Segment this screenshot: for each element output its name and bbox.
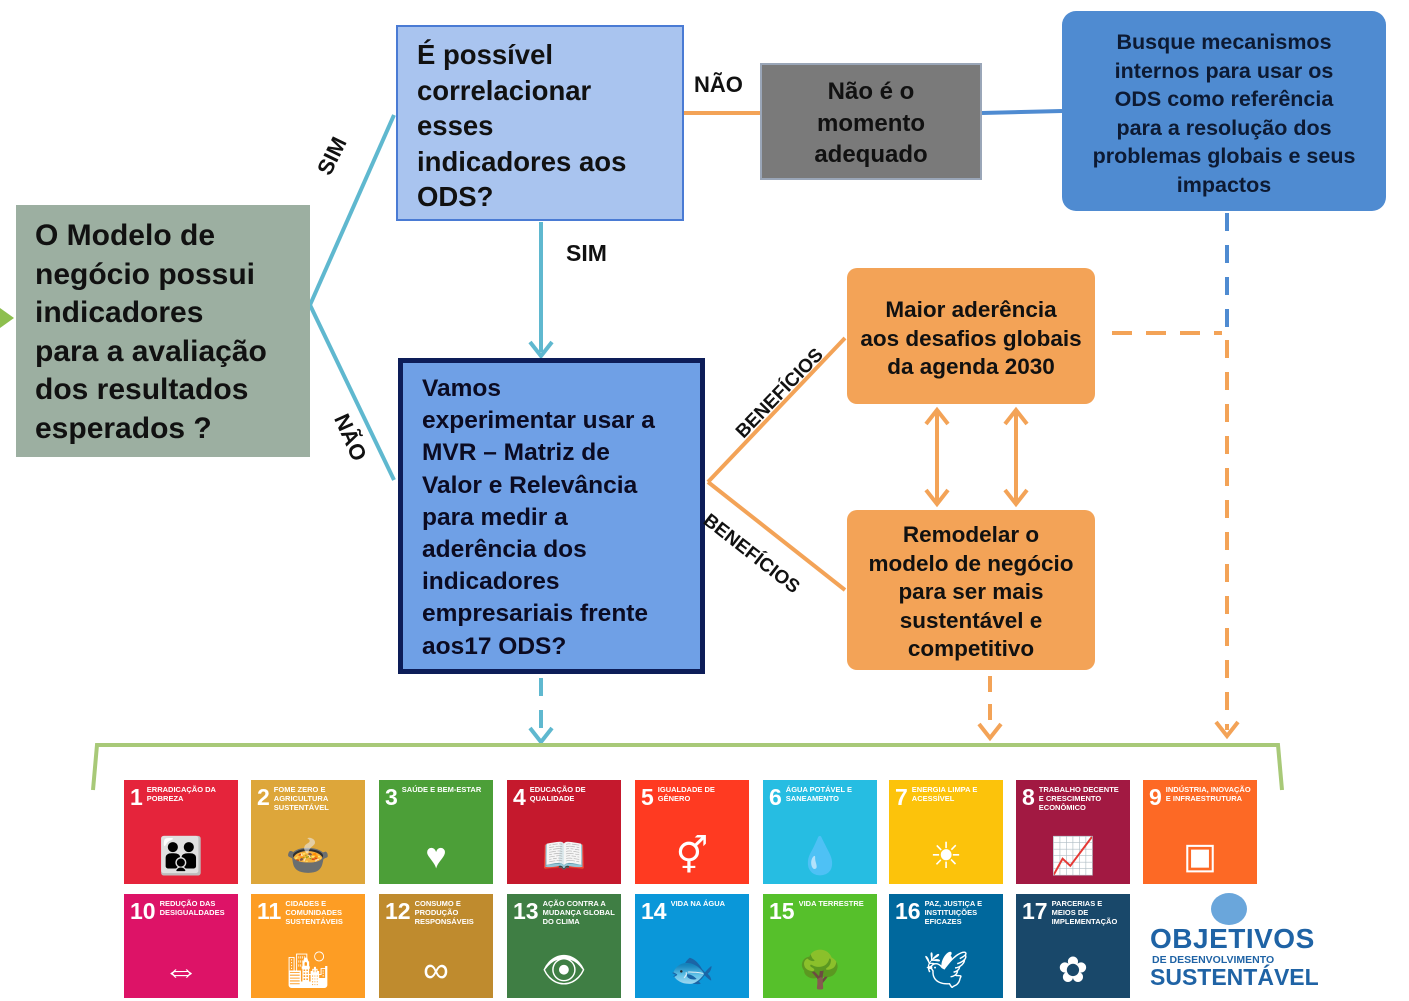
sdg-10-icon: ⇔ [163, 949, 199, 990]
sdg-logo-line3: SUSTENTÁVEL [1150, 964, 1319, 990]
sdg-number: 5 [641, 784, 654, 810]
sdg-tile-12: 12Consumo e produção responsáveis ∞ [379, 894, 493, 998]
internal-mechanisms-box: Busque mecanismos internos para usar os … [1062, 11, 1386, 211]
sdg-tile-7: 7Energia limpa e acessível ☀ [889, 780, 1003, 884]
sdg-number: 14 [641, 898, 667, 924]
sdg-tile-5: 5Igualdade de gênero ⚥ [635, 780, 749, 884]
sdg-number: 6 [769, 784, 782, 810]
sdg-number: 16 [895, 898, 921, 924]
sdg-6-icon: 💧 [797, 835, 843, 876]
sdg-logo-line2: DE DESENVOLVIMENTO [1152, 954, 1275, 966]
sdg-5-icon: ⚥ [675, 835, 709, 876]
sdg-tile-15: 15Vida terrestre 🌳 [763, 894, 877, 998]
sdg-tile-14: 14Vida na água 🐟 [635, 894, 749, 998]
sdg-tile-11: 11Cidades e comunidades sustentáveis 🏙 [251, 894, 365, 998]
sdg-number: 13 [513, 898, 539, 924]
sdg-17-icon: ✿ [1057, 949, 1089, 990]
sdg-number: 3 [385, 784, 398, 810]
sdg-title: Redução das desigualdades [159, 899, 225, 917]
connector-sim-upper [308, 114, 396, 306]
entry-arrow [0, 308, 14, 328]
sdg-number: 10 [130, 898, 156, 924]
sdg-title: Energia limpa e acessível [911, 785, 978, 803]
sdg-title: Trabalho decente e crescimento econômico [1038, 785, 1119, 812]
connector-nao-lower [308, 304, 396, 481]
sdg-16-icon: 🕊 [923, 949, 969, 990]
sdg-number: 9 [1149, 784, 1162, 810]
sdg-3-icon: ♥ [425, 835, 447, 876]
benefit-remodel-box: Remodelar o modelo de negócio para ser m… [847, 510, 1095, 670]
sdg-title: Parcerias e meios de implementação [1051, 899, 1118, 926]
label-nao-right: NÃO [694, 72, 743, 97]
sdg-title: Vida na água [670, 899, 726, 908]
sdg-tile-8: 8Trabalho decente e crescimento econômic… [1016, 780, 1130, 884]
sdg-title: Educação de qualidade [529, 785, 586, 803]
sdg-tile-3: 3Saúde e bem-estar ♥ [379, 780, 493, 884]
sdg-title: Indústria, inovação e infraestrutura [1165, 785, 1251, 803]
sdg-11-icon: 🏙 [285, 949, 331, 990]
un-emblem-icon [1211, 893, 1247, 925]
sdg-title: Cidades e comunidades sustentáveis [285, 899, 343, 926]
sdg-title: Saúde e bem-estar [401, 785, 482, 794]
sdg-title: Erradicação da pobreza [146, 785, 216, 803]
sdg-tile-17: 17Parcerias e meios de implementação ✿ [1016, 894, 1130, 998]
sdg-title: Igualdade de gênero [657, 785, 715, 803]
sdg-number: 12 [385, 898, 411, 924]
sdg-tile-9: 9Indústria, inovação e infraestrutura ▣ [1143, 780, 1257, 884]
sdg-title: Ação contra a mudança global do clima [542, 899, 615, 926]
sdg-13-icon: 👁 [541, 949, 587, 990]
sdg-2-icon: 🍲 [285, 835, 331, 876]
not-the-moment-box: Não é o momento adequado [760, 63, 982, 180]
sdg-7-icon: ☀ [929, 835, 963, 876]
sdg-tile-1: 1Erradicação da pobreza 👪 [124, 780, 238, 884]
sdg-1-icon: 👪 [158, 835, 204, 876]
sdg-logo-line1: OBJETIVOS [1150, 923, 1315, 954]
sdg-tile-6: 6Água potável e saneamento 💧 [763, 780, 877, 884]
sdg-14-icon: 🐟 [669, 949, 715, 990]
sdg-title: Fome zero e agricultura sustentável [273, 785, 329, 812]
connector-beneficios-lower [706, 480, 847, 592]
sdg-number: 1 [130, 784, 143, 810]
sdg-number: 11 [257, 898, 282, 924]
sdg-number: 15 [769, 898, 795, 924]
label-sim-down: SIM [566, 240, 607, 266]
sdg-title: Consumo e produção responsáveis [414, 899, 474, 926]
mvr-proposal-box: Vamos experimentar usar a MVR – Matriz d… [398, 358, 705, 674]
arrowhead-sim-down [528, 340, 554, 360]
sdg-tile-4: 4Educação de qualidade 📖 [507, 780, 621, 884]
sdg-15-icon: 🌳 [797, 949, 843, 990]
connector-beneficios-upper [706, 336, 847, 484]
sdg-tile-16: 16Paz, justiça e instituições eficazes 🕊 [889, 894, 1003, 998]
connector-dark-to-blue [981, 109, 1063, 115]
sdg-4-icon: 📖 [541, 835, 587, 876]
sdg-number: 7 [895, 784, 908, 810]
sdg-number: 8 [1022, 784, 1035, 810]
sdg-bracket [91, 743, 1284, 791]
sdg-12-icon: ∞ [423, 949, 449, 990]
sdg-tile-13: 13Ação contra a mudança global do clima 👁 [507, 894, 621, 998]
sdg-8-icon: 📈 [1050, 835, 1096, 876]
sdg-title: Paz, justiça e instituições eficazes [924, 899, 983, 926]
sdg-title: Vida terrestre [798, 899, 864, 908]
sdg-tile-10: 10Redução das desigualdades ⇔ [124, 894, 238, 998]
sdg-tile-2: 2Fome zero e agricultura sustentável 🍲 [251, 780, 365, 884]
sdg-title: Água potável e saneamento [785, 785, 853, 803]
sdg-number: 4 [513, 784, 526, 810]
business-model-question-box: O Modelo de negócio possui indicadores p… [16, 205, 310, 457]
correlation-question-box: É possível correlacionar esses indicador… [396, 25, 684, 221]
sdg-9-icon: ▣ [1182, 835, 1217, 876]
benefit-alignment-box: Maior aderência aos desafios globais da … [847, 268, 1095, 404]
sdg-number: 17 [1022, 898, 1048, 924]
sdg-number: 2 [257, 784, 270, 810]
